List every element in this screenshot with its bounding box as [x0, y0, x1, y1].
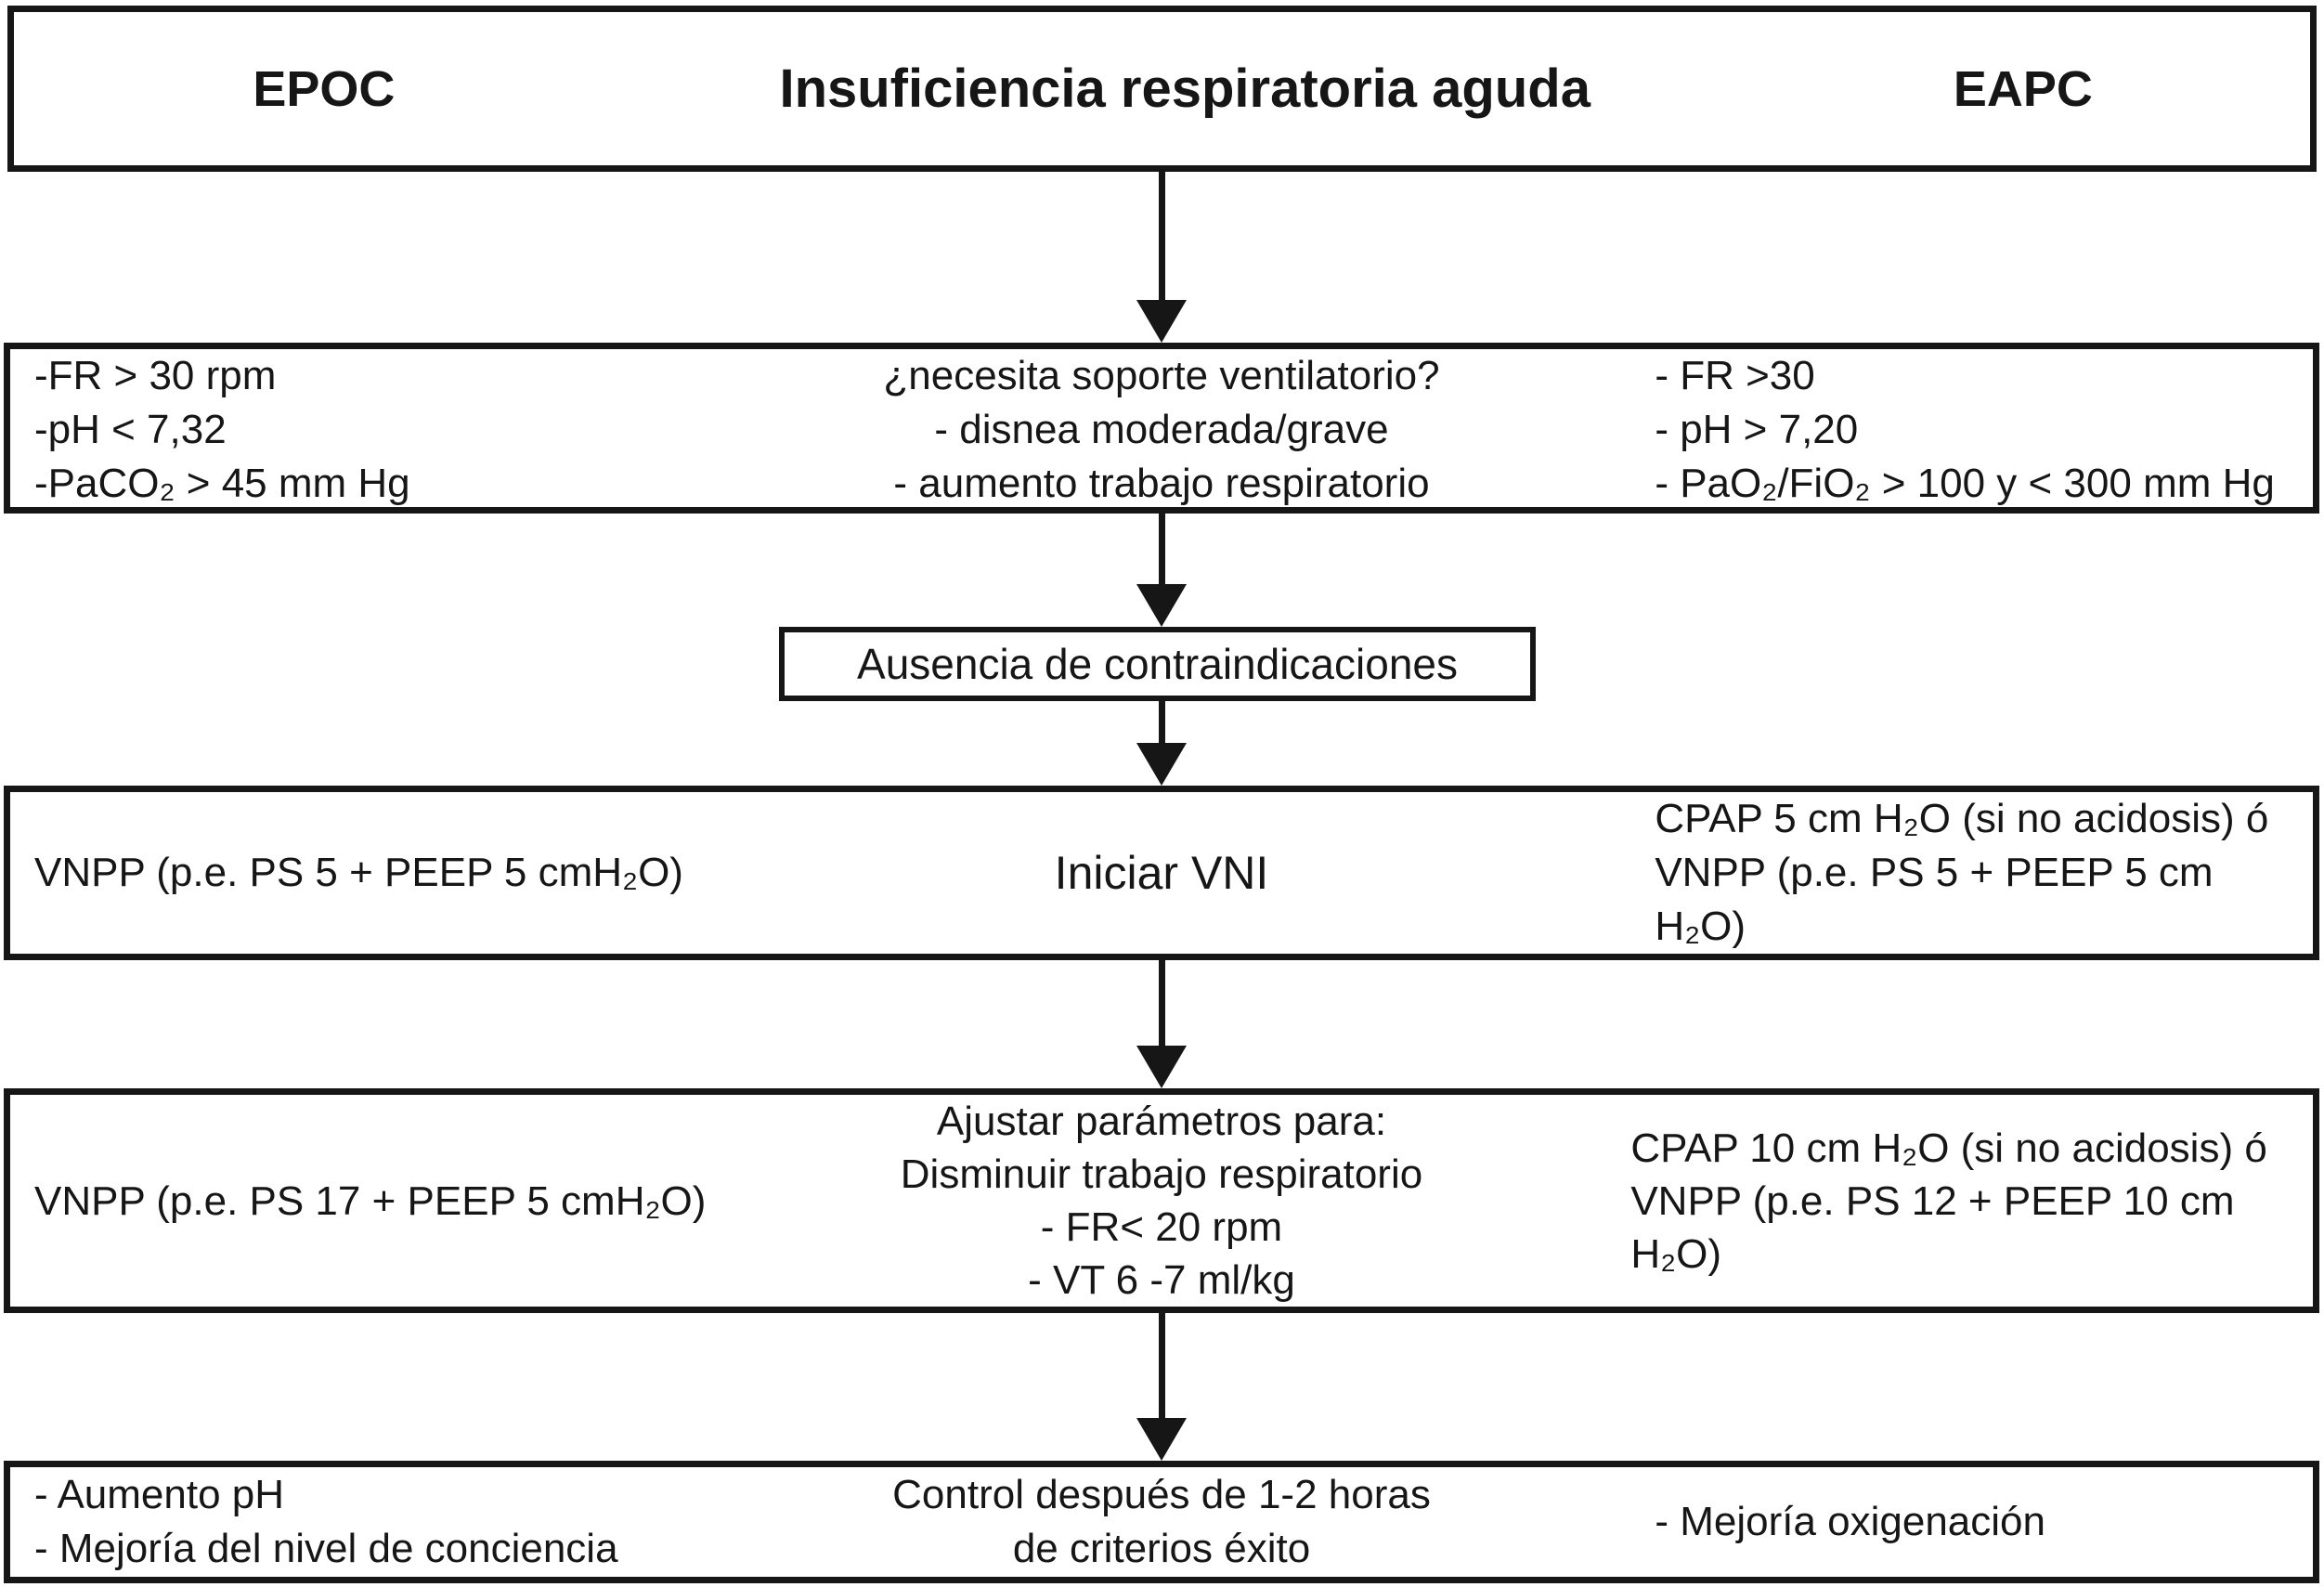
arrow-head-icon	[1136, 1046, 1187, 1088]
start-line: VNPP (p.e. PS 5 + PEEP 5 cmH₂O)	[34, 850, 683, 895]
criteria-eapc-column: - FR >30 - pH > 7,20 - PaO₂/FiO₂ > 100 y…	[1545, 349, 2313, 511]
adjust-line: CPAP 10 cm H₂O (si no acidosis) ó	[1630, 1125, 2267, 1171]
control-box: - Aumento pH - Mejoría del nivel de conc…	[4, 1461, 2319, 1583]
header-box: EPOC Insuficiencia respiratoria aguda EA…	[7, 6, 2317, 172]
down-arrow	[1134, 960, 1189, 1088]
criteria-epoc-column: -FR > 30 rpm -pH < 7,32 -PaCO₂ > 45 mm H…	[10, 349, 778, 511]
adjust-eapc-column: CPAP 10 cm H₂O (si no acidosis) ó VNPP (…	[1545, 1095, 2313, 1307]
header-right-label: EAPC	[1953, 60, 2093, 117]
adjust-line: Disminuir trabajo respiratorio	[900, 1151, 1423, 1197]
control-line: Control después de 1-2 horas	[892, 1472, 1431, 1517]
control-line: - Mejoría oxigenación	[1655, 1499, 2045, 1544]
arrow-shaft	[1158, 701, 1165, 743]
down-arrow	[1134, 172, 1189, 343]
adjust-line: - VT 6 -7 ml/kg	[1028, 1257, 1295, 1303]
start-line: CPAP 5 cm H₂O (si no acidosis) ó	[1655, 796, 2269, 841]
criteria-line: -FR > 30 rpm	[34, 353, 277, 398]
start-center-column: Iniciar VNI	[778, 792, 1546, 954]
start-vni-box: VNPP (p.e. PS 5 + PEEP 5 cmH₂O) Iniciar …	[4, 786, 2319, 960]
header-left-label: EPOC	[253, 60, 396, 117]
contraindications-box: Ausencia de contraindicaciones	[779, 627, 1536, 701]
arrow-shaft	[1158, 960, 1165, 1046]
control-center-column: Control después de 1-2 horas de criterio…	[778, 1467, 1546, 1577]
control-line: de criterios éxito	[1012, 1526, 1311, 1571]
criteria-line: -pH < 7,32	[34, 407, 227, 452]
down-arrow	[1134, 1313, 1189, 1461]
arrow-head-icon	[1136, 300, 1187, 343]
criteria-line: - FR >30	[1655, 353, 1815, 398]
start-line: VNPP (p.e. PS 5 + PEEP 5 cm H₂O)	[1655, 850, 2214, 949]
arrow-head-icon	[1136, 743, 1187, 786]
down-arrow	[1134, 514, 1189, 627]
contraindications-label: Ausencia de contraindicaciones	[857, 640, 1458, 688]
criteria-line: ¿necesita soporte ventilatorio?	[883, 353, 1440, 398]
criteria-line: -PaCO₂ > 45 mm Hg	[34, 461, 410, 506]
arrow-head-icon	[1136, 584, 1187, 627]
control-eapc-column: - Mejoría oxigenación	[1545, 1467, 2313, 1577]
criteria-line: - disnea moderada/grave	[934, 407, 1389, 452]
adjust-parameters-box: VNPP (p.e. PS 17 + PEEP 5 cmH₂O) Ajustar…	[4, 1088, 2319, 1313]
page-title: Insuficiencia respiratoria aguda	[779, 59, 1590, 119]
arrow-shaft	[1158, 172, 1165, 300]
criteria-box: -FR > 30 rpm -pH < 7,32 -PaCO₂ > 45 mm H…	[4, 343, 2319, 514]
adjust-line: Ajustar parámetros para:	[936, 1099, 1387, 1144]
criteria-center-column: ¿necesita soporte ventilatorio? - disnea…	[778, 349, 1546, 511]
start-vni-label: Iniciar VNI	[1054, 847, 1269, 899]
down-arrow	[1134, 701, 1189, 786]
adjust-line: VNPP (p.e. PS 12 + PEEP 10 cm H₂O)	[1630, 1177, 2235, 1277]
control-epoc-column: - Aumento pH - Mejoría del nivel de conc…	[10, 1467, 778, 1577]
criteria-line: - PaO₂/FiO₂ > 100 y < 300 mm Hg	[1655, 461, 2275, 506]
arrow-head-icon	[1136, 1418, 1187, 1461]
adjust-line: - FR< 20 rpm	[1040, 1204, 1283, 1250]
criteria-line: - aumento trabajo respiratorio	[893, 461, 1430, 506]
arrow-shaft	[1158, 1313, 1165, 1418]
start-epoc-column: VNPP (p.e. PS 5 + PEEP 5 cmH₂O)	[10, 792, 778, 954]
adjust-center-column: Ajustar parámetros para: Disminuir traba…	[778, 1095, 1546, 1307]
start-eapc-column: CPAP 5 cm H₂O (si no acidosis) ó VNPP (p…	[1545, 792, 2313, 954]
adjust-epoc-column: VNPP (p.e. PS 17 + PEEP 5 cmH₂O)	[10, 1095, 778, 1307]
criteria-line: - pH > 7,20	[1655, 407, 1859, 452]
arrow-shaft	[1158, 514, 1165, 584]
control-line: - Aumento pH	[34, 1472, 285, 1517]
control-line: - Mejoría del nivel de conciencia	[34, 1526, 618, 1571]
adjust-line: VNPP (p.e. PS 17 + PEEP 5 cmH₂O)	[34, 1177, 707, 1224]
